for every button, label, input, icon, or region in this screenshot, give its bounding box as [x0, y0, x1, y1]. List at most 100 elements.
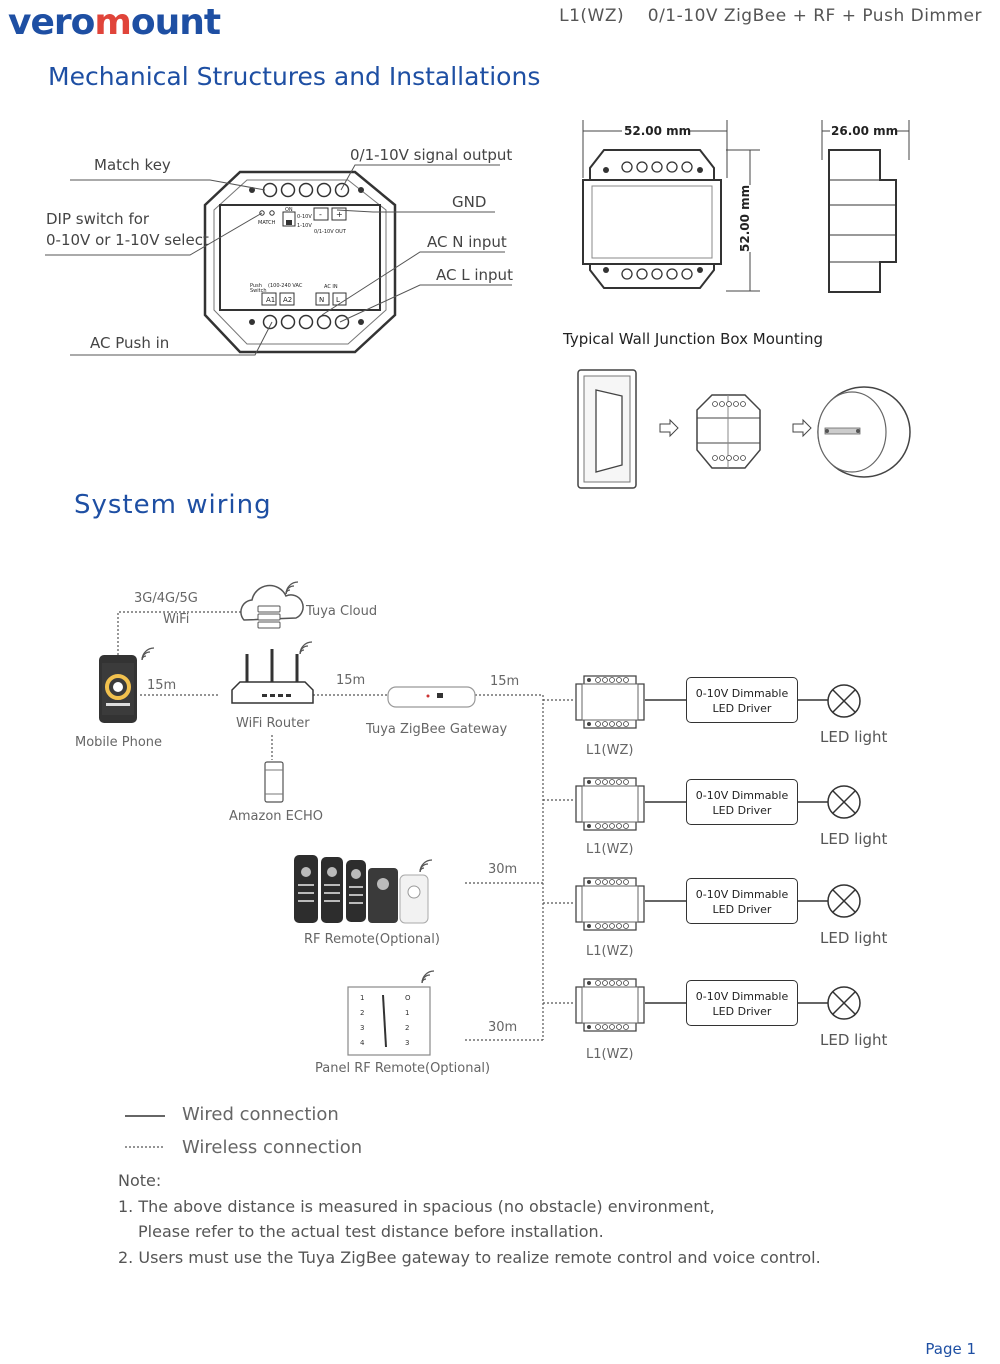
dimension-depth: 26.00 mm: [831, 124, 899, 138]
board-010-label: 0-10V: [297, 214, 312, 220]
board-acin-label: AC IN: [324, 284, 338, 290]
svg-text:2: 2: [360, 1009, 364, 1017]
side-view-drawing: [828, 149, 897, 293]
note-1-line1: 1. The above distance is measured in spa…: [118, 1197, 715, 1216]
dimmer-label: L1(WZ): [586, 743, 634, 758]
led-light-label: LED light: [820, 1031, 888, 1049]
led-light-icon: [827, 684, 861, 718]
board-plus-label: +: [336, 210, 343, 219]
svg-text:4: 4: [360, 1039, 365, 1047]
callout-lines: [45, 164, 512, 356]
network-label-2: WiFi: [163, 612, 190, 627]
distance-router-gateway: 15m: [336, 673, 366, 688]
svg-text:1: 1: [360, 994, 364, 1002]
callout-ac-l: AC L input: [436, 266, 513, 284]
wall-switch-drawing: [577, 369, 637, 489]
brand-text-o: m: [94, 2, 132, 43]
callout-match-key: Match key: [94, 156, 171, 174]
dimmer-3d-drawing: [696, 394, 761, 469]
board-n-label: N: [319, 296, 324, 304]
dimmer-module-icon: [575, 777, 645, 831]
board-a2-label: A2: [283, 296, 292, 304]
zigbee-gateway-drawing: [387, 686, 476, 708]
led-light-label: LED light: [820, 830, 888, 848]
driver-line1: 0-10V Dimmable: [695, 990, 789, 1003]
dimmer-label: L1(WZ): [586, 1047, 634, 1062]
note-2: 2. Users must use the Tuya ZigBee gatewa…: [118, 1248, 821, 1267]
gateway-label: Tuya ZigBee Gateway: [366, 722, 508, 737]
distance-gateway-dimmer: 15m: [490, 674, 520, 689]
front-view-drawing: [582, 149, 722, 289]
callout-dip-line2: 0-10V or 1-10V select: [46, 231, 209, 249]
led-light-icon: [827, 884, 861, 918]
driver-line1: 0-10V Dimmable: [695, 687, 789, 700]
wired-lines: [645, 699, 828, 1004]
callout-gnd: GND: [452, 193, 487, 211]
board-110-label: 1-10V: [297, 223, 312, 229]
dimmer-module-icon: [575, 675, 645, 729]
board-vac-label: (100-240 VAC: [268, 283, 303, 289]
dimmer-label: L1(WZ): [586, 944, 634, 959]
led-light-icon: [827, 986, 861, 1020]
dimmer-module-icon: [575, 978, 645, 1032]
legend-wired-label: Wired connection: [182, 1104, 339, 1125]
distance-phone-router: 15m: [147, 678, 177, 693]
mounting-title: Typical Wall Junction Box Mounting: [563, 330, 823, 348]
note-1-line2: Please refer to the actual test distance…: [138, 1222, 604, 1241]
wifi-signal-icon: [299, 641, 313, 655]
board-a1-label: A1: [266, 296, 275, 304]
arrow-icon: [659, 418, 679, 438]
brand-text-2: ount: [130, 2, 221, 43]
distance-rf: 30m: [488, 862, 518, 877]
wifi-signal-icon: [419, 859, 433, 873]
driver-line1: 0-10V Dimmable: [695, 789, 789, 802]
led-light-label: LED light: [820, 728, 888, 746]
amazon-echo-drawing: [264, 761, 284, 803]
router-label: WiFi Router: [236, 716, 310, 731]
svg-text:1: 1: [405, 1009, 409, 1017]
board-l-label: L: [336, 296, 340, 304]
svg-text:3: 3: [360, 1024, 364, 1032]
wifi-signal-icon: [421, 970, 435, 984]
rf-remote-drawing: [294, 855, 429, 924]
driver-line2: LED Driver: [712, 903, 772, 916]
driver-line1: 0-10V Dimmable: [695, 888, 789, 901]
brand-logo: veromount: [8, 2, 221, 43]
board-on-label: ON: [285, 207, 293, 213]
wireless-lines: [117, 611, 543, 1041]
section-title-wiring: System wiring: [74, 490, 272, 520]
callout-signal-output: 0/1-10V signal output: [350, 146, 513, 164]
svg-text:2: 2: [405, 1024, 409, 1032]
section-title-mechanical: Mechanical Structures and Installations: [48, 62, 541, 91]
zigbee-bus: [542, 695, 575, 1040]
network-label-1: 3G/4G/5G: [134, 591, 198, 606]
dimension-height: 52.00 mm: [738, 184, 752, 252]
legend-wireless-label: Wireless connection: [182, 1137, 363, 1158]
board-minus-label: -: [319, 210, 322, 219]
distance-panel: 30m: [488, 1020, 518, 1035]
callout-ac-push-in: AC Push in: [90, 334, 170, 352]
board-push-label: Push: [250, 283, 262, 289]
mobile-phone-drawing: [99, 655, 137, 723]
junction-box-drawing: [817, 386, 911, 478]
dimmer-label: L1(WZ): [586, 842, 634, 857]
echo-label: Amazon ECHO: [229, 809, 323, 824]
wifi-signal-icon: [141, 647, 155, 661]
dimmer-board-drawing: MATCH ON 0-10V 1-10V - + 0/1-10V OUT Pus…: [203, 170, 397, 354]
driver-line2: LED Driver: [712, 702, 772, 715]
driver-line2: LED Driver: [712, 1005, 772, 1018]
note-title: Note:: [118, 1171, 162, 1190]
model-title: L1(WZ) 0/1-10V ZigBee + RF + Push Dimmer: [559, 6, 982, 26]
dimension-lines: [582, 120, 910, 292]
driver-line2: LED Driver: [712, 804, 772, 817]
cloud-drawing: [240, 584, 304, 629]
dimmer-module-icon: [575, 877, 645, 931]
rf-remote-label: RF Remote(Optional): [304, 932, 440, 947]
svg-text:3: 3: [405, 1039, 409, 1047]
page-number: Page 1: [925, 1340, 976, 1358]
